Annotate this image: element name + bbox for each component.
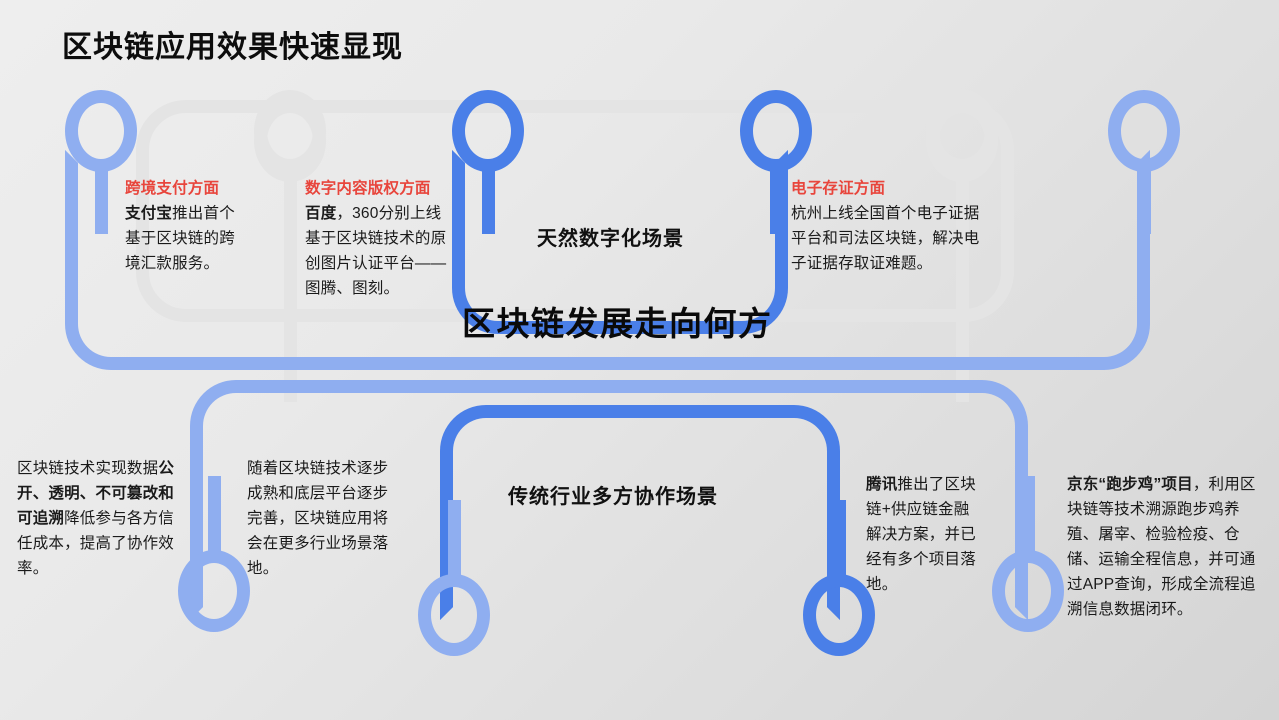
block-body-rest: ，利用区块链等技术溯源跑步鸡养殖、屠宰、检验检疫、仓储、运输全程信息，并可通过A… [1067, 476, 1256, 618]
text-block-maturing-platforms: 随着区块链技术逐步成熟和底层平台逐步完善，区块链应用将会在更多行业场景落地。 [247, 456, 402, 581]
pin-stem [1137, 164, 1151, 234]
ring-icon [740, 90, 812, 172]
track-bottom-inner [440, 405, 840, 620]
ring-icon [1108, 90, 1180, 172]
text-block-cross-border-payment: 跨境支付方面 支付宝推出首个基于区块链的跨境汇款服务。 [125, 178, 247, 276]
block-body-bold: 支付宝 [125, 205, 173, 222]
block-heading: 数字内容版权方面 [305, 180, 431, 197]
block-body: 随着区块链技术逐步成熟和底层平台逐步完善，区块链应用将会在更多行业场景落地。 [247, 456, 402, 581]
text-block-digital-content-copyright: 数字内容版权方面 百度，360分别上线基于区块链技术的原创图片认证平台——图腾、… [305, 178, 457, 301]
pin-stem [447, 500, 461, 578]
middle-title: 区块链发展走向何方 [462, 305, 773, 342]
block-body: 杭州上线全国首个电子证据平台和司法区块链，解决电子证据存取证难题。 [791, 201, 989, 276]
block-body: 京东“跑步鸡”项目，利用区块链等技术溯源跑步鸡养殖、屠宰、检验检疫、仓储、运输全… [1067, 472, 1263, 622]
block-body: 区块链技术实现数据公开、透明、不可篡改和可追溯降低参与各方信任成本，提高了协作效… [17, 456, 183, 581]
block-heading: 跨境支付方面 [125, 180, 220, 197]
text-block-data-trust: 区块链技术实现数据公开、透明、不可篡改和可追溯降低参与各方信任成本，提高了协作效… [17, 456, 183, 581]
pin-stem [955, 164, 969, 394]
page-title: 区块链应用效果快速显现 [62, 31, 403, 64]
pin-stem [481, 164, 495, 234]
ring-icon [452, 90, 524, 172]
bottom-center-label: 传统行业多方协作场景 [508, 486, 718, 508]
block-body-rest: 降低参与各方信任成本，提高了协作效率。 [17, 510, 175, 577]
block-body-rest: 推出首个基于区块链的跨境汇款服务。 [125, 205, 235, 272]
pin-stem [769, 164, 783, 234]
ring-icon [418, 574, 490, 656]
pin-stem [1021, 476, 1035, 554]
block-body-rest: 随着区块链技术逐步成熟和底层平台逐步完善，区块链应用将会在更多行业场景落地。 [247, 460, 389, 577]
block-body-bold: 京东“跑步鸡”项目 [1067, 476, 1193, 493]
text-block-electronic-evidence: 电子存证方面 杭州上线全国首个电子证据平台和司法区块链，解决电子证据存取证难题。 [791, 178, 989, 276]
block-body-lead: 区块链技术实现数据 [17, 460, 159, 477]
text-block-tencent-supply-chain: 腾讯推出了区块链+供应链金融解决方案，并已经有多个项目落地。 [866, 472, 978, 597]
block-body: 支付宝推出首个基于区块链的跨境汇款服务。 [125, 201, 247, 276]
ring-icon [65, 90, 137, 172]
pin-stem [207, 476, 221, 554]
block-body: 腾讯推出了区块链+供应链金融解决方案，并已经有多个项目落地。 [866, 472, 978, 597]
ring-icon [803, 574, 875, 656]
ring-icon [992, 550, 1064, 632]
top-center-label: 天然数字化场景 [537, 228, 684, 250]
ring-icon [178, 550, 250, 632]
text-block-jd-running-chicken: 京东“跑步鸡”项目，利用区块链等技术溯源跑步鸡养殖、屠宰、检验检疫、仓储、运输全… [1067, 472, 1263, 622]
block-body: 百度，360分别上线基于区块链技术的原创图片认证平台——图腾、图刻。 [305, 201, 457, 301]
block-body-rest: 杭州上线全国首个电子证据平台和司法区块链，解决电子证据存取证难题。 [791, 205, 980, 272]
pin-stem [94, 164, 108, 234]
block-heading: 电子存证方面 [791, 180, 886, 197]
block-body-rest: ，360分别上线基于区块链技术的原创图片认证平台——图腾、图刻。 [305, 205, 447, 297]
block-body-rest: 推出了区块链+供应链金融解决方案，并已经有多个项目落地。 [866, 476, 976, 593]
block-body-bold: 百度 [305, 205, 337, 222]
pin-stem [832, 500, 846, 578]
block-body-bold: 公开、透明、不可篡改和可追溯 [17, 460, 175, 527]
pin-stem [283, 164, 297, 394]
block-body-bold: 腾讯 [866, 476, 898, 493]
